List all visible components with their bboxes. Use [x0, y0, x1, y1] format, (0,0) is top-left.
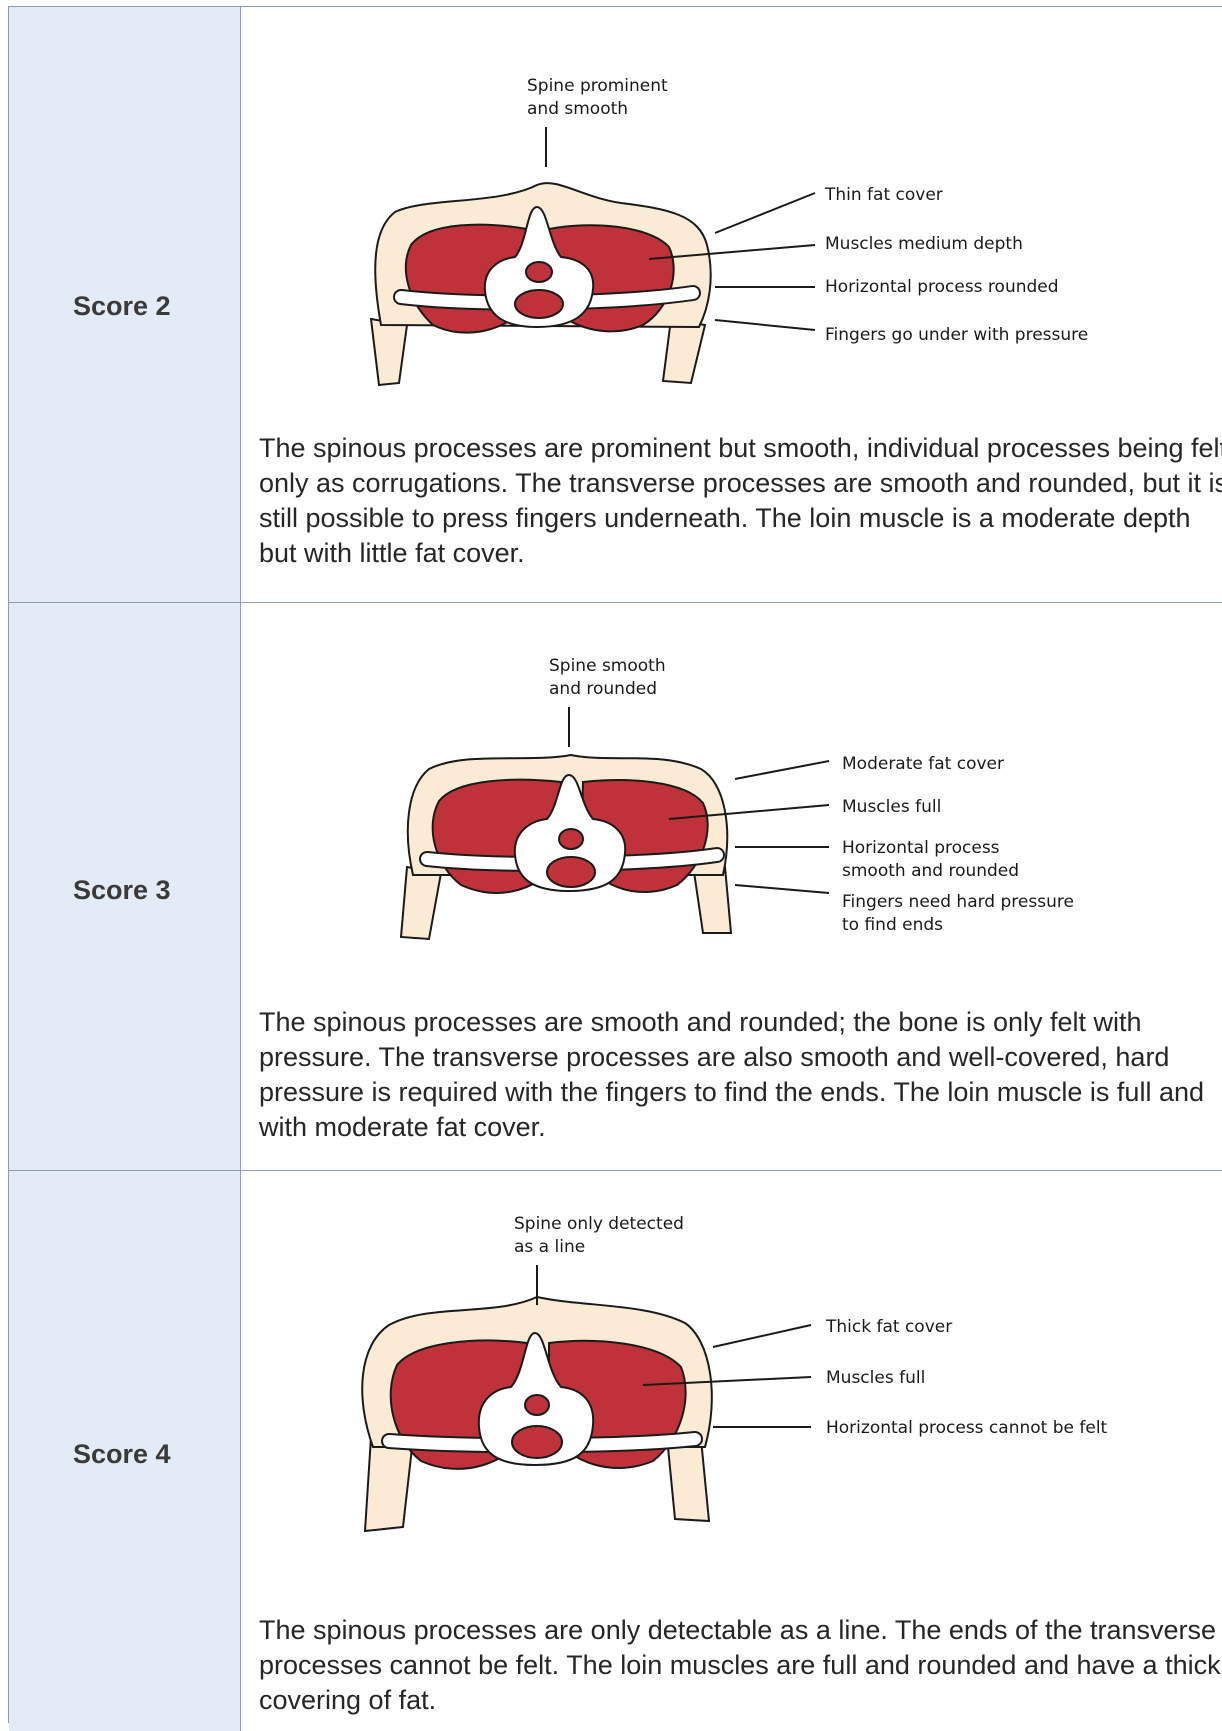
score-content-cell: Spine only detected as a line Thick fat … [241, 1171, 1222, 1731]
callout-fat: Moderate fat cover [842, 754, 1004, 774]
score-row: Score 3 [9, 603, 1222, 1171]
loin-cross-section-diagram: Spine smooth and rounded Moderate fat co… [399, 656, 1074, 941]
score-label: Score 2 [73, 291, 171, 321]
score-label-cell: Score 3 [9, 603, 241, 1170]
condition-score-table: Score 2 [8, 6, 1222, 1731]
score-label-cell: Score 2 [9, 7, 241, 602]
callout-muscles: Muscles full [842, 797, 941, 817]
spine-callout-line-2: and rounded [549, 679, 657, 699]
spine-callout-line-1: Spine prominent [527, 76, 668, 96]
right-leg-illustration [661, 317, 707, 385]
callout-fat: Thin fat cover [824, 185, 943, 205]
callout-process: Horizontal process cannot be felt [826, 1418, 1108, 1438]
score-content-cell: Spine prominent and smooth Thin fat cove… [241, 7, 1222, 602]
score-content-cell: Spine smooth and rounded Moderate fat co… [241, 603, 1222, 1170]
score-row: Score 2 [9, 7, 1222, 603]
score-description: The spinous processes are prominent but … [259, 433, 1222, 568]
callout-muscles: Muscles medium depth [825, 234, 1023, 254]
spine-callout-line-1: Spine smooth [549, 656, 666, 676]
spine-callout-line-2: as a line [514, 1237, 585, 1257]
right-leg-illustration [665, 1435, 711, 1523]
score-row: Score 4 Sp [9, 1171, 1222, 1731]
loin-cross-section-diagram: Spine only detected as a line Thick fat … [361, 1214, 1108, 1533]
loin-cross-section-diagram: Spine prominent and smooth Thin fat cove… [369, 76, 1088, 387]
score-description: The spinous processes are only detectabl… [259, 1615, 1221, 1715]
callout-fingers-line-2: to find ends [842, 915, 943, 935]
left-leg-illustration [363, 1435, 415, 1533]
callout-fingers: Fingers go under with pressure [825, 325, 1088, 345]
spine-callout-line-2: and smooth [527, 99, 628, 119]
score-label: Score 3 [73, 875, 171, 905]
left-leg-illustration [399, 865, 443, 941]
callout-process-line-1: Horizontal process [842, 838, 1000, 858]
callout-process-line-2: smooth and rounded [842, 861, 1019, 881]
callout-fingers-line-1: Fingers need hard pressure [842, 892, 1074, 912]
score-description: The spinous processes are smooth and rou… [259, 1007, 1204, 1142]
callout-process: Horizontal process rounded [825, 277, 1059, 297]
spine-callout-line-1: Spine only detected [514, 1214, 684, 1234]
left-leg-illustration [369, 317, 409, 387]
score-label: Score 4 [73, 1439, 171, 1469]
callout-muscles: Muscles full [826, 1368, 925, 1388]
callout-fat: Thick fat cover [825, 1317, 952, 1337]
score-label-cell: Score 4 [9, 1171, 241, 1731]
